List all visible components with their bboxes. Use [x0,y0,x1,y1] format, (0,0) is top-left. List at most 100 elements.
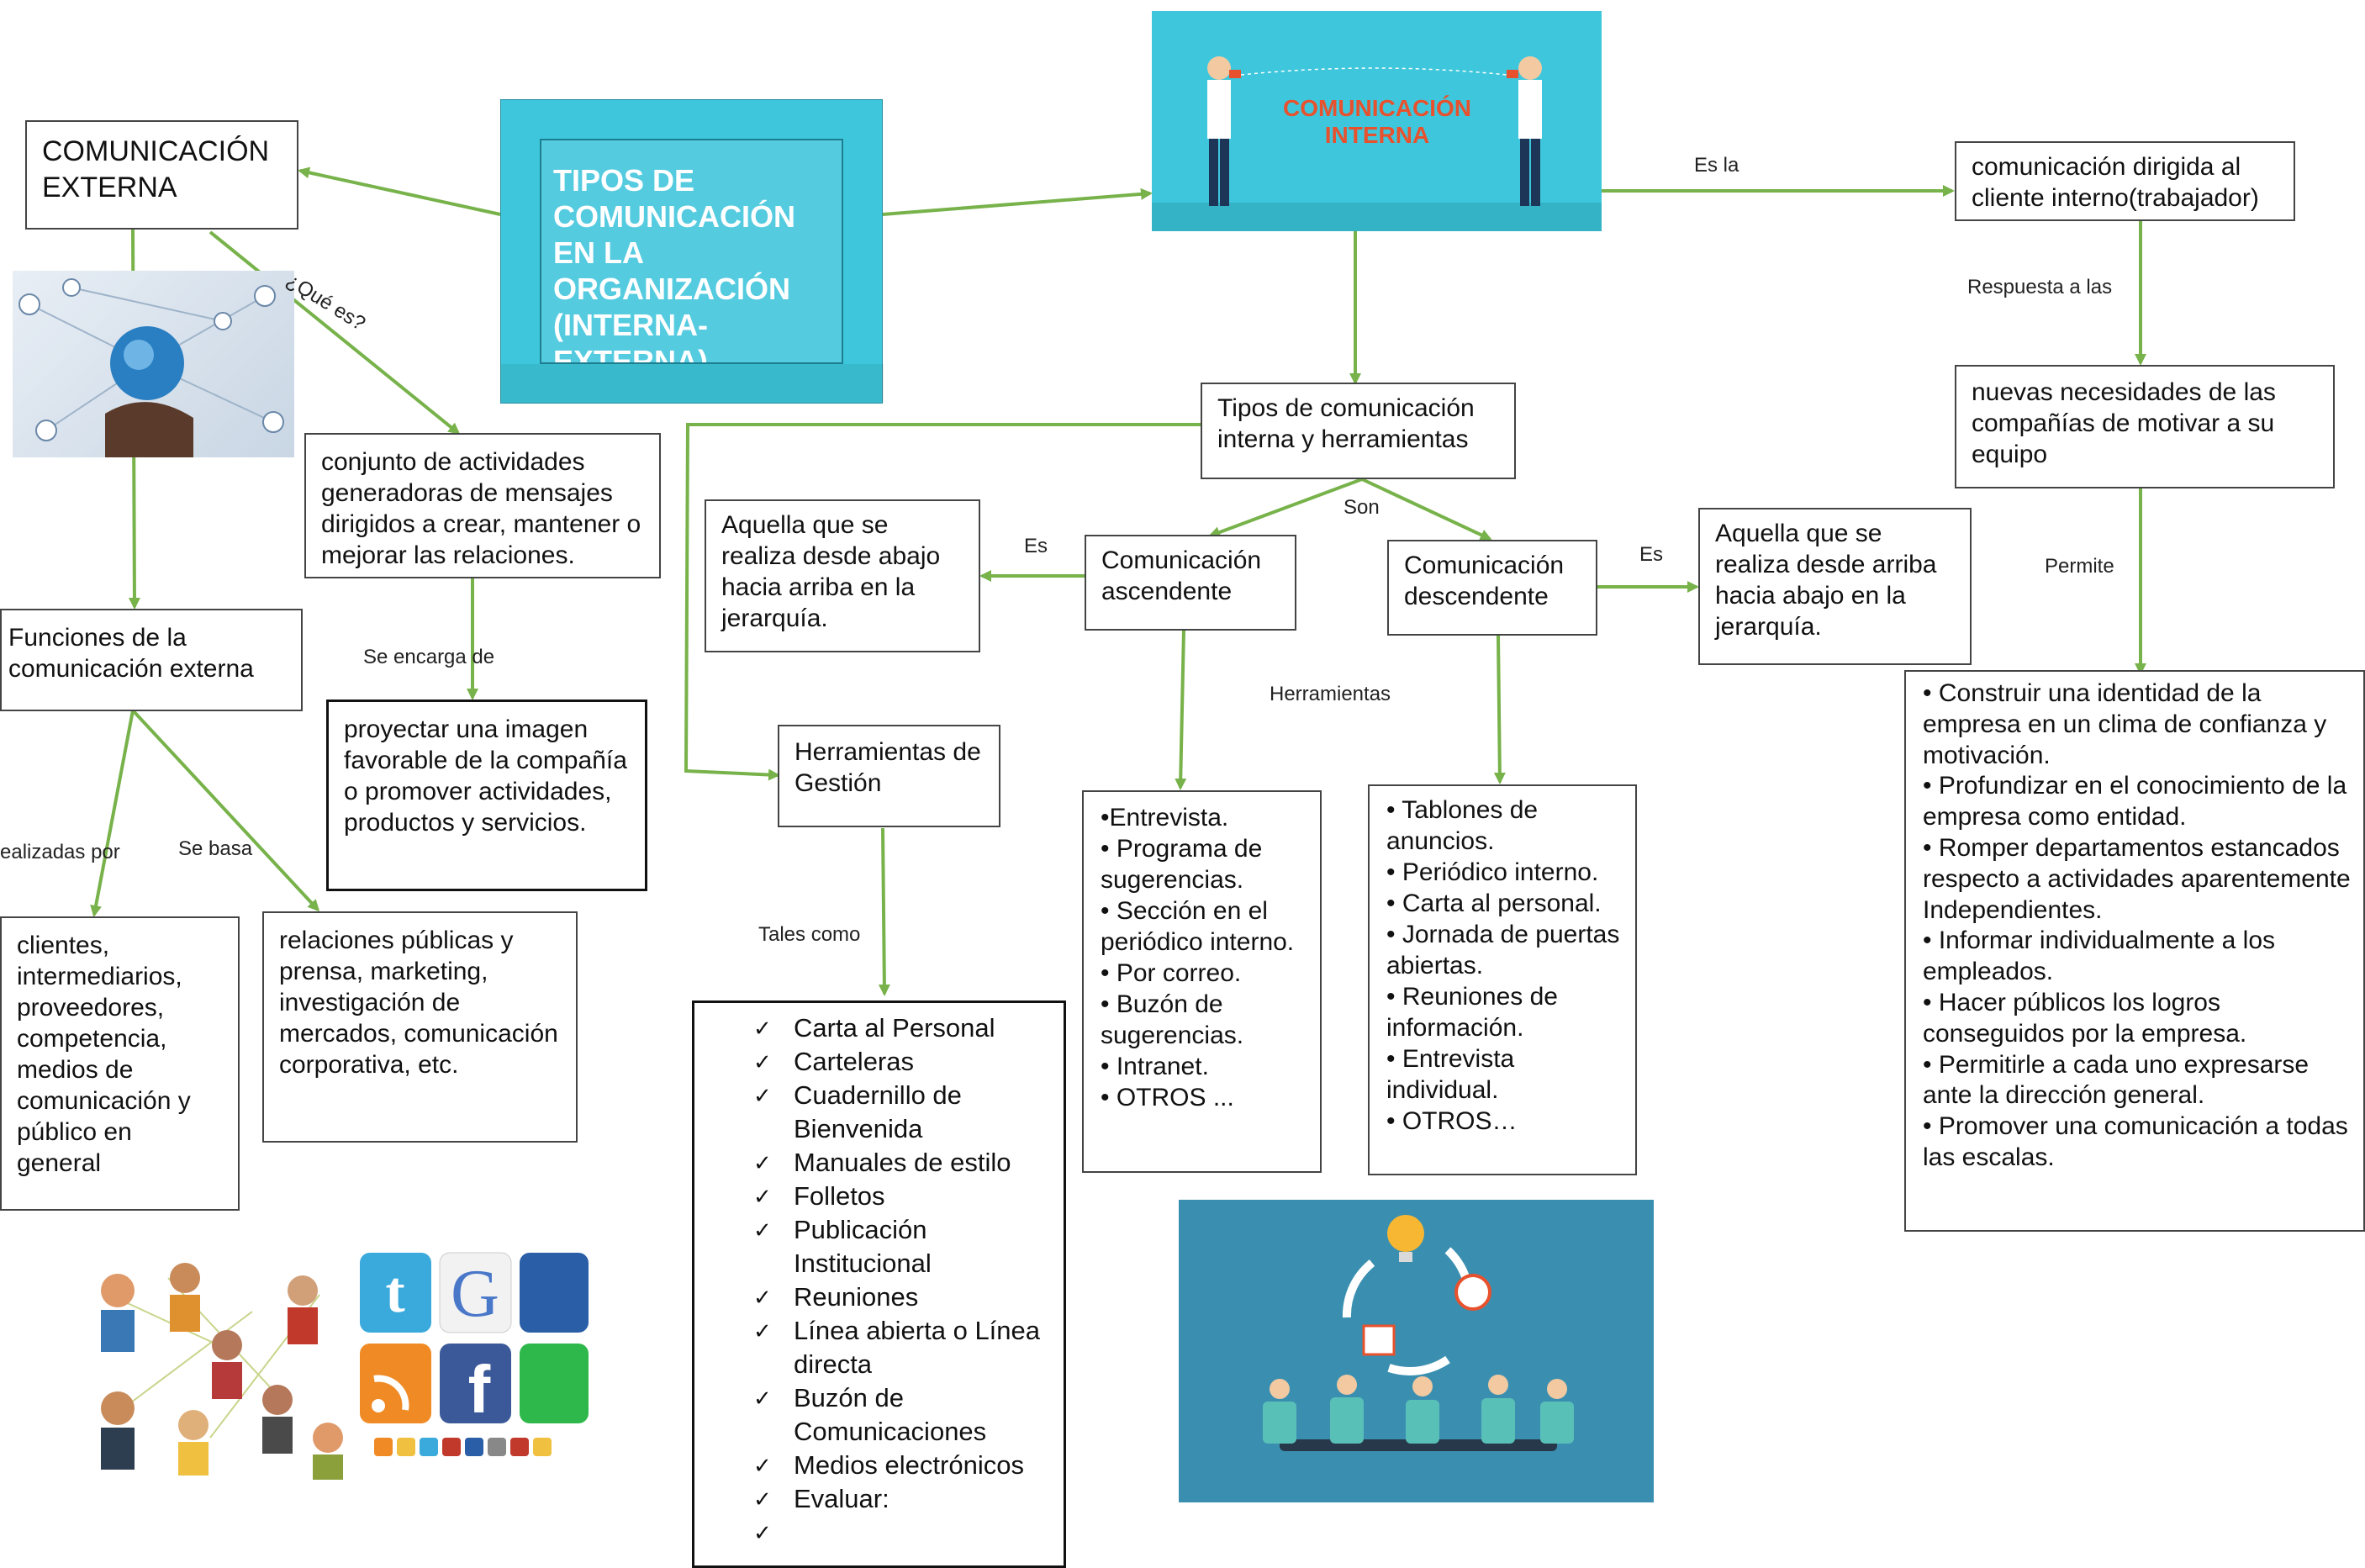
permite-label: Permite [2045,555,2114,578]
arrow-descendente-to-tools [1493,635,1506,784]
gestion-item: ✓ Cuadernillo de Bienvenida [694,1079,1055,1146]
gestion-list: ✓Carta al Personal ✓Carteleras ✓Cuaderni… [694,1011,1055,1545]
gestion-item-text: Publicación Institucional [794,1215,932,1278]
tool-item: • Programa de sugerencias. [1101,835,1263,894]
bevel-shade [501,364,884,403]
gestion-item: ✓Reuniones [694,1280,1055,1314]
funciones-externa-text: Funciones de la comunicación externa [8,624,254,683]
gestion-item-text: Carta al Personal [794,1013,995,1043]
descendente-text: Comunicación descendente [1404,552,1565,610]
gestion-list-box: ✓Carta al Personal ✓Carteleras ✓Cuaderni… [692,1000,1066,1568]
gestion-item-text: Carteleras [794,1047,914,1076]
descendente-definicion-box: Aquella que se realiza desde arriba haci… [1698,508,1972,665]
banner-illustration: COMUNICACIÓN INTERNA [1152,56,1602,231]
tipos-interna-text: Tipos de comunicación interna y herramie… [1217,394,1475,453]
tool-item: •Entrevista. [1101,804,1229,832]
funciones-externa-box: Funciones de la comunicación externa [0,609,303,711]
proyectar-box: proyectar una imagen favorable de la com… [326,700,647,891]
gestion-item-text: Medios electrónicos [794,1450,1024,1480]
objetivo-item: • Informar individualmente a los emplead… [1923,927,2276,986]
objetivo-item: • Hacer públicos los logros conseguidos … [1923,988,2247,1048]
check-icon: ✓ [753,1217,772,1243]
gestion-item: ✓ Publicación Institucional [694,1213,1055,1280]
gestion-item: ✓ Buzón de Comunicaciones [694,1381,1055,1449]
relaciones-text: relaciones públicas y prensa, marketing,… [279,927,558,1079]
necesidades-text: nuevas necesidades de las compañías de m… [1972,378,2276,468]
clientes-text: clientes, intermediarios, proveedores, c… [17,932,191,1177]
central-title: TIPOS DE COMUNICACIÓN EN LA ORGANIZACIÓN… [553,163,795,364]
objetivos-box: • Construir una identidad de la empresa … [1904,670,2365,1232]
comunicacion-externa-title: COMUNICACIÓN EXTERNA [42,135,270,203]
arrow-funciones-to-relaciones [131,709,320,912]
arrow-central-to-interna [882,187,1153,216]
ascendente-definicion-box: Aquella que se realiza desde abajo hacia… [705,499,980,652]
arrow-tipos-to-gestion [684,423,1201,781]
tool-item: • Intranet. [1101,1053,1209,1080]
descendente-definicion-text: Aquella que se realiza desde arriba haci… [1715,520,1937,641]
ascendente-definicion-text: Aquella que se realiza desde abajo hacia… [721,511,941,632]
arrow-externa-to-definicion [209,230,461,435]
central-inner: TIPOS DE COMUNICACIÓN EN LA ORGANIZACIÓN… [540,139,843,364]
tool-item: • Entrevista individual. [1386,1045,1515,1104]
banner-line2: INTERNA [1325,122,1429,148]
se-basa-label: Se basa [178,837,253,860]
objetivo-item: • Promover una comunicación a todas las … [1923,1112,2348,1171]
tool-item: • Buzón de sugerencias. [1101,990,1244,1049]
ascendente-text: Comunicación ascendente [1101,546,1262,605]
arrow-gestion-to-list [878,827,890,996]
clientes-box: clientes, intermediarios, proveedores, c… [0,916,240,1211]
son-label: Son [1344,496,1380,519]
check-icon: ✓ [753,1285,772,1310]
gestion-item: ✓ Carta al Personal [694,1011,1055,1045]
herramientas-label: Herramientas [1270,683,1391,705]
tool-item: • Reuniones de información. [1386,983,1558,1042]
check-icon: ✓ [753,1016,772,1041]
gestion-item-text: Cuadernillo de Bienvenida [794,1080,962,1143]
check-icon: ✓ [753,1184,772,1209]
gestion-item: ✓ Manuales de estilo [694,1146,1055,1180]
tales-como-label: Tales como [758,923,861,946]
business-meeting-image [1179,1200,1654,1502]
check-icon: ✓ [753,1083,772,1108]
es-la-label: Es la [1694,154,1739,177]
objetivo-item: • Profundizar en el conocimiento de la e… [1923,772,2347,832]
dirigida-box: comunicación dirigida al cliente interno… [1955,141,2295,221]
objetivo-item: • Construir una identidad de la empresa … [1923,679,2327,769]
arrow-funciones-to-clientes [90,710,135,917]
gestion-item: ✓Carteleras [694,1045,1055,1079]
herramientas-gestion-text: Herramientas de Gestión [794,738,981,797]
banner-line1: COMUNICACIÓN [1283,95,1471,121]
herramientas-gestion-box: Herramientas de Gestión [778,725,1000,827]
se-encarga-label: Se encarga de [363,646,495,668]
check-icon: ✓ [753,1318,772,1344]
objetivo-item: • Permitirle a cada uno expresarse ante … [1923,1050,2310,1110]
gestion-item: ✓ Medios electrónicos [694,1449,1055,1482]
objetivos-list: • Construir una identidad de la empresa … [1923,678,2357,1174]
descendente-box: Comunicación descendente [1387,540,1597,636]
respuesta-label: Respuesta a las [1967,276,2113,298]
definicion-externa-box: conjunto de actividades generadoras de m… [304,433,661,578]
globe-network-image [13,271,294,457]
tool-item: • OTROS ... [1101,1084,1234,1111]
definicion-externa-text: conjunto de actividades generadoras de m… [321,448,641,569]
tool-item: • Sección en el periódico interno. [1101,897,1295,956]
tool-item: • Tablones de anuncios. [1386,796,1539,855]
gestion-item-text: Buzón de Comunicaciones [794,1383,987,1446]
es-label-left: Es [1024,535,1048,557]
arrow-ascendente-to-tools [1175,630,1187,790]
gestion-item-text: Manuales de estilo [794,1148,1011,1177]
necesidades-box: nuevas necesidades de las compañías de m… [1955,365,2335,488]
social-media-icons-image: t G f [84,1244,589,1480]
comunicacion-externa-box: COMUNICACIÓN EXTERNA [25,120,298,230]
tool-item: • OTROS… [1386,1107,1518,1135]
arrow-tipos-to-ascendente [1208,478,1363,538]
ascendente-tools-list: •Entrevista. • Programa de sugerencias. … [1101,802,1310,1113]
gestion-item-text: Línea abierta o Línea directa [794,1316,1041,1379]
check-icon: ✓ [753,1150,772,1175]
check-icon: ✓ [753,1386,772,1411]
check-icon: ✓ [753,1453,772,1478]
gestion-item: ✓Evaluar: [694,1482,1055,1516]
gestion-item-text: Folletos [794,1181,885,1211]
tool-item: • Carta al personal. [1386,890,1602,917]
svg-text:f: f [468,1352,491,1427]
